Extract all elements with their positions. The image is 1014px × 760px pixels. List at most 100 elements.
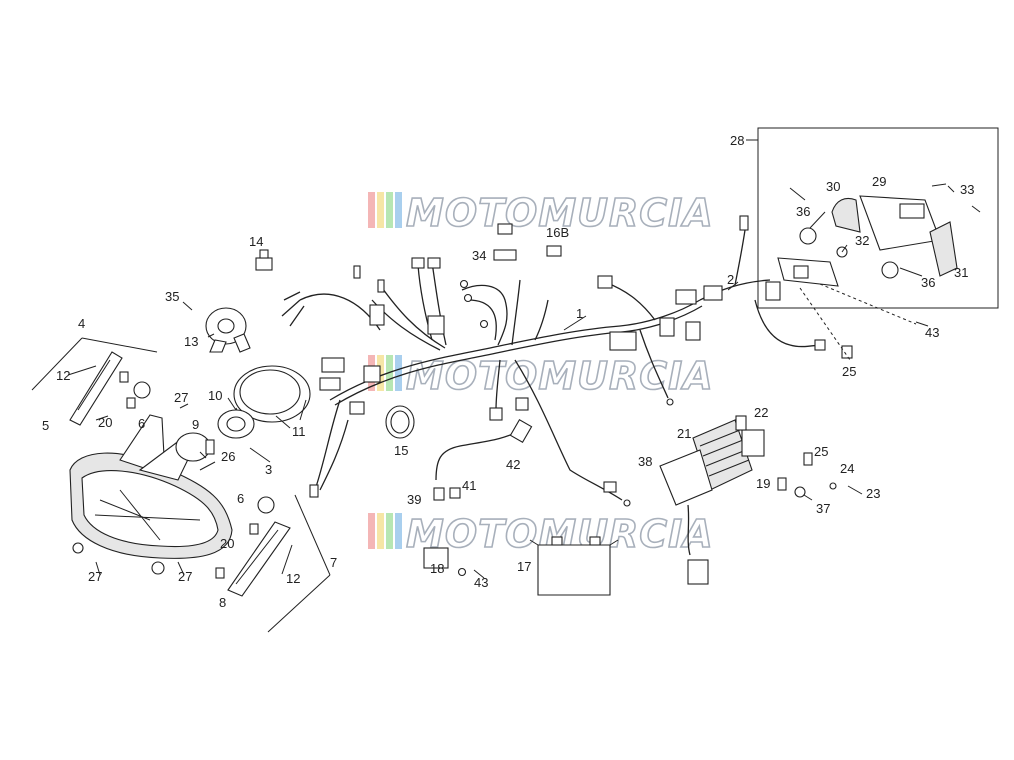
harness-connector — [515, 397, 529, 411]
screw — [199, 461, 216, 471]
part-label: 18 — [430, 561, 444, 576]
harness-connector — [675, 289, 697, 305]
part-label: 36 — [796, 204, 810, 219]
coil-connector — [423, 547, 449, 569]
washer — [457, 567, 467, 577]
part-label: 13 — [184, 334, 198, 349]
part-label: 10 — [208, 388, 222, 403]
part-label: 5 — [42, 418, 49, 433]
harness-connector — [427, 315, 445, 335]
screw — [915, 321, 929, 327]
part-label: 17 — [517, 559, 531, 574]
bracket — [777, 477, 787, 491]
watermark-text: MOTOMURCIA — [406, 191, 714, 235]
part-label: 39 — [407, 492, 421, 507]
cable-clamp — [385, 405, 415, 439]
watermark-middle: MOTOMURCIA — [368, 353, 714, 399]
turn-signal-lens-left — [69, 351, 129, 426]
part-label: 7 — [330, 555, 337, 570]
part-label: 41 — [462, 478, 476, 493]
harness-connector — [489, 407, 503, 421]
part-label: 43 — [925, 325, 939, 340]
harness-connector — [597, 275, 613, 289]
tail-light-base — [777, 257, 839, 287]
indicator-bulb — [257, 496, 275, 514]
part-label: 30 — [826, 179, 840, 194]
watermark-stripe — [377, 192, 384, 228]
harness-connector — [603, 481, 617, 493]
part-label: 28 — [730, 133, 744, 148]
part-label: 21 — [677, 426, 691, 441]
ring-terminal — [459, 279, 469, 289]
harness-connector — [685, 321, 701, 341]
harness-connector — [349, 401, 365, 415]
harness-connector — [363, 365, 381, 383]
harness-connector — [321, 357, 345, 373]
fuse — [546, 245, 562, 257]
bolt — [847, 485, 863, 495]
part-label: 37 — [816, 501, 830, 516]
harness-connector — [765, 281, 781, 301]
indicator-bulb — [126, 381, 151, 409]
screw — [971, 205, 981, 213]
ring-terminal — [666, 398, 674, 406]
spade-terminal — [353, 265, 361, 279]
part-label: 14 — [249, 234, 263, 249]
part-label: 23 — [866, 486, 880, 501]
watermark-text: MOTOMURCIA — [406, 354, 714, 398]
headlight-mount — [151, 561, 165, 575]
bolt — [794, 486, 813, 501]
stop-switch — [255, 249, 273, 271]
watermark-stripe — [386, 513, 393, 549]
part-label: 43 — [474, 575, 488, 590]
part-label: 22 — [754, 405, 768, 420]
bracket — [841, 345, 853, 359]
turn-signal-lens-right — [215, 521, 291, 597]
screw — [182, 301, 193, 311]
part-label: 34 — [472, 248, 486, 263]
cdi-unit — [659, 449, 713, 585]
part-label: 29 — [872, 174, 886, 189]
watermark-stripe — [395, 355, 402, 391]
part-label: 33 — [960, 182, 974, 197]
part-label: 19 — [756, 476, 770, 491]
ring-terminal — [463, 293, 473, 303]
part-label: 25 — [842, 364, 856, 379]
harness-connector — [411, 257, 425, 269]
part-label: 1 — [576, 306, 583, 321]
harness-connector — [703, 285, 723, 301]
part-label: 12 — [56, 368, 70, 383]
screw — [931, 183, 947, 187]
part-label: 42 — [506, 457, 520, 472]
spade-terminal — [377, 279, 385, 293]
part-label: 31 — [954, 265, 968, 280]
starter-relay — [735, 415, 765, 457]
spade-terminal — [739, 215, 749, 231]
part-label: 12 — [286, 571, 300, 586]
ignition-cable — [433, 418, 533, 501]
part-label: 38 — [638, 454, 652, 469]
watermark-stripe — [377, 513, 384, 549]
part-label: 24 — [840, 461, 854, 476]
part-label: 8 — [219, 595, 226, 610]
headlight-assembly — [69, 414, 233, 576]
fuse-holder — [493, 223, 517, 261]
leader-lines — [67, 185, 955, 575]
part-label: 11 — [292, 424, 306, 439]
headlight-mount — [72, 542, 84, 554]
tail-light-housing — [831, 195, 958, 277]
part-label: 35 — [165, 289, 179, 304]
part-label: 2 — [727, 272, 734, 287]
watermark-stripe — [395, 192, 402, 228]
bracket — [803, 452, 813, 466]
part-label: 15 — [394, 443, 408, 458]
part-label: 27 — [174, 390, 188, 405]
part-label: 3 — [265, 462, 272, 477]
part-label: 20 — [220, 536, 234, 551]
spade-terminal — [814, 339, 826, 351]
part-label: 9 — [192, 417, 199, 432]
harness-connector — [659, 317, 675, 337]
watermark-stripe — [395, 513, 402, 549]
